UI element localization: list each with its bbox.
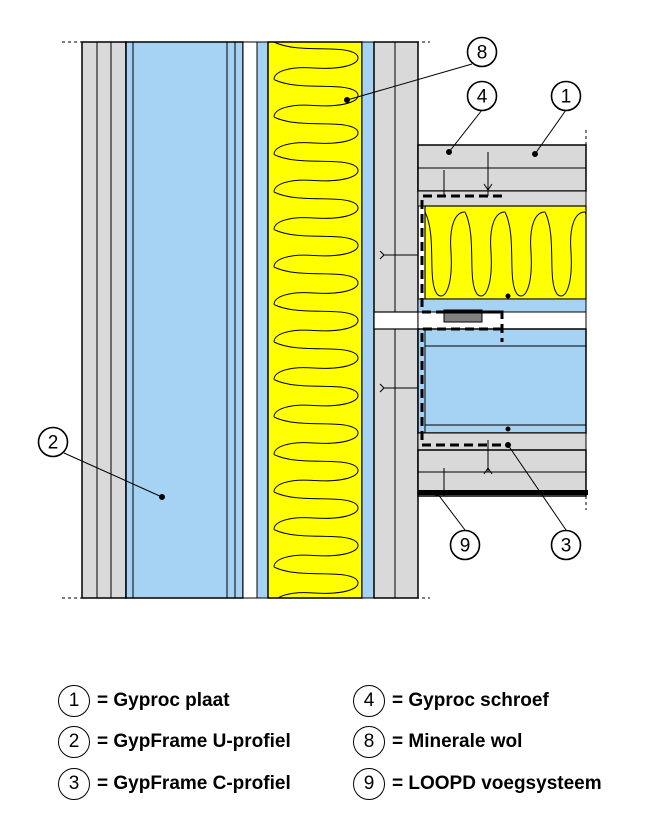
callout-4: 4	[477, 87, 488, 108]
gypsum-board-left	[81, 41, 127, 599]
callout-9: 9	[460, 536, 471, 557]
profile-strip-left	[256, 41, 269, 599]
screws	[379, 152, 493, 496]
profile-strip-right	[361, 41, 375, 599]
c-profile-horizontal	[417, 328, 587, 434]
callout-1: 1	[561, 87, 572, 108]
callout-3: 3	[561, 536, 572, 557]
callout-8: 8	[477, 43, 488, 64]
callout-2: 2	[48, 433, 59, 454]
gypsum-board-bottom	[417, 449, 587, 497]
callout-lines	[63, 63, 567, 531]
connecting-wall	[417, 130, 587, 510]
callout-circles	[37, 36, 582, 561]
dashed-profiles	[420, 194, 504, 447]
u-profile-vertical	[125, 41, 244, 599]
loopd-strip	[418, 490, 588, 495]
joint-gap	[373, 311, 419, 330]
